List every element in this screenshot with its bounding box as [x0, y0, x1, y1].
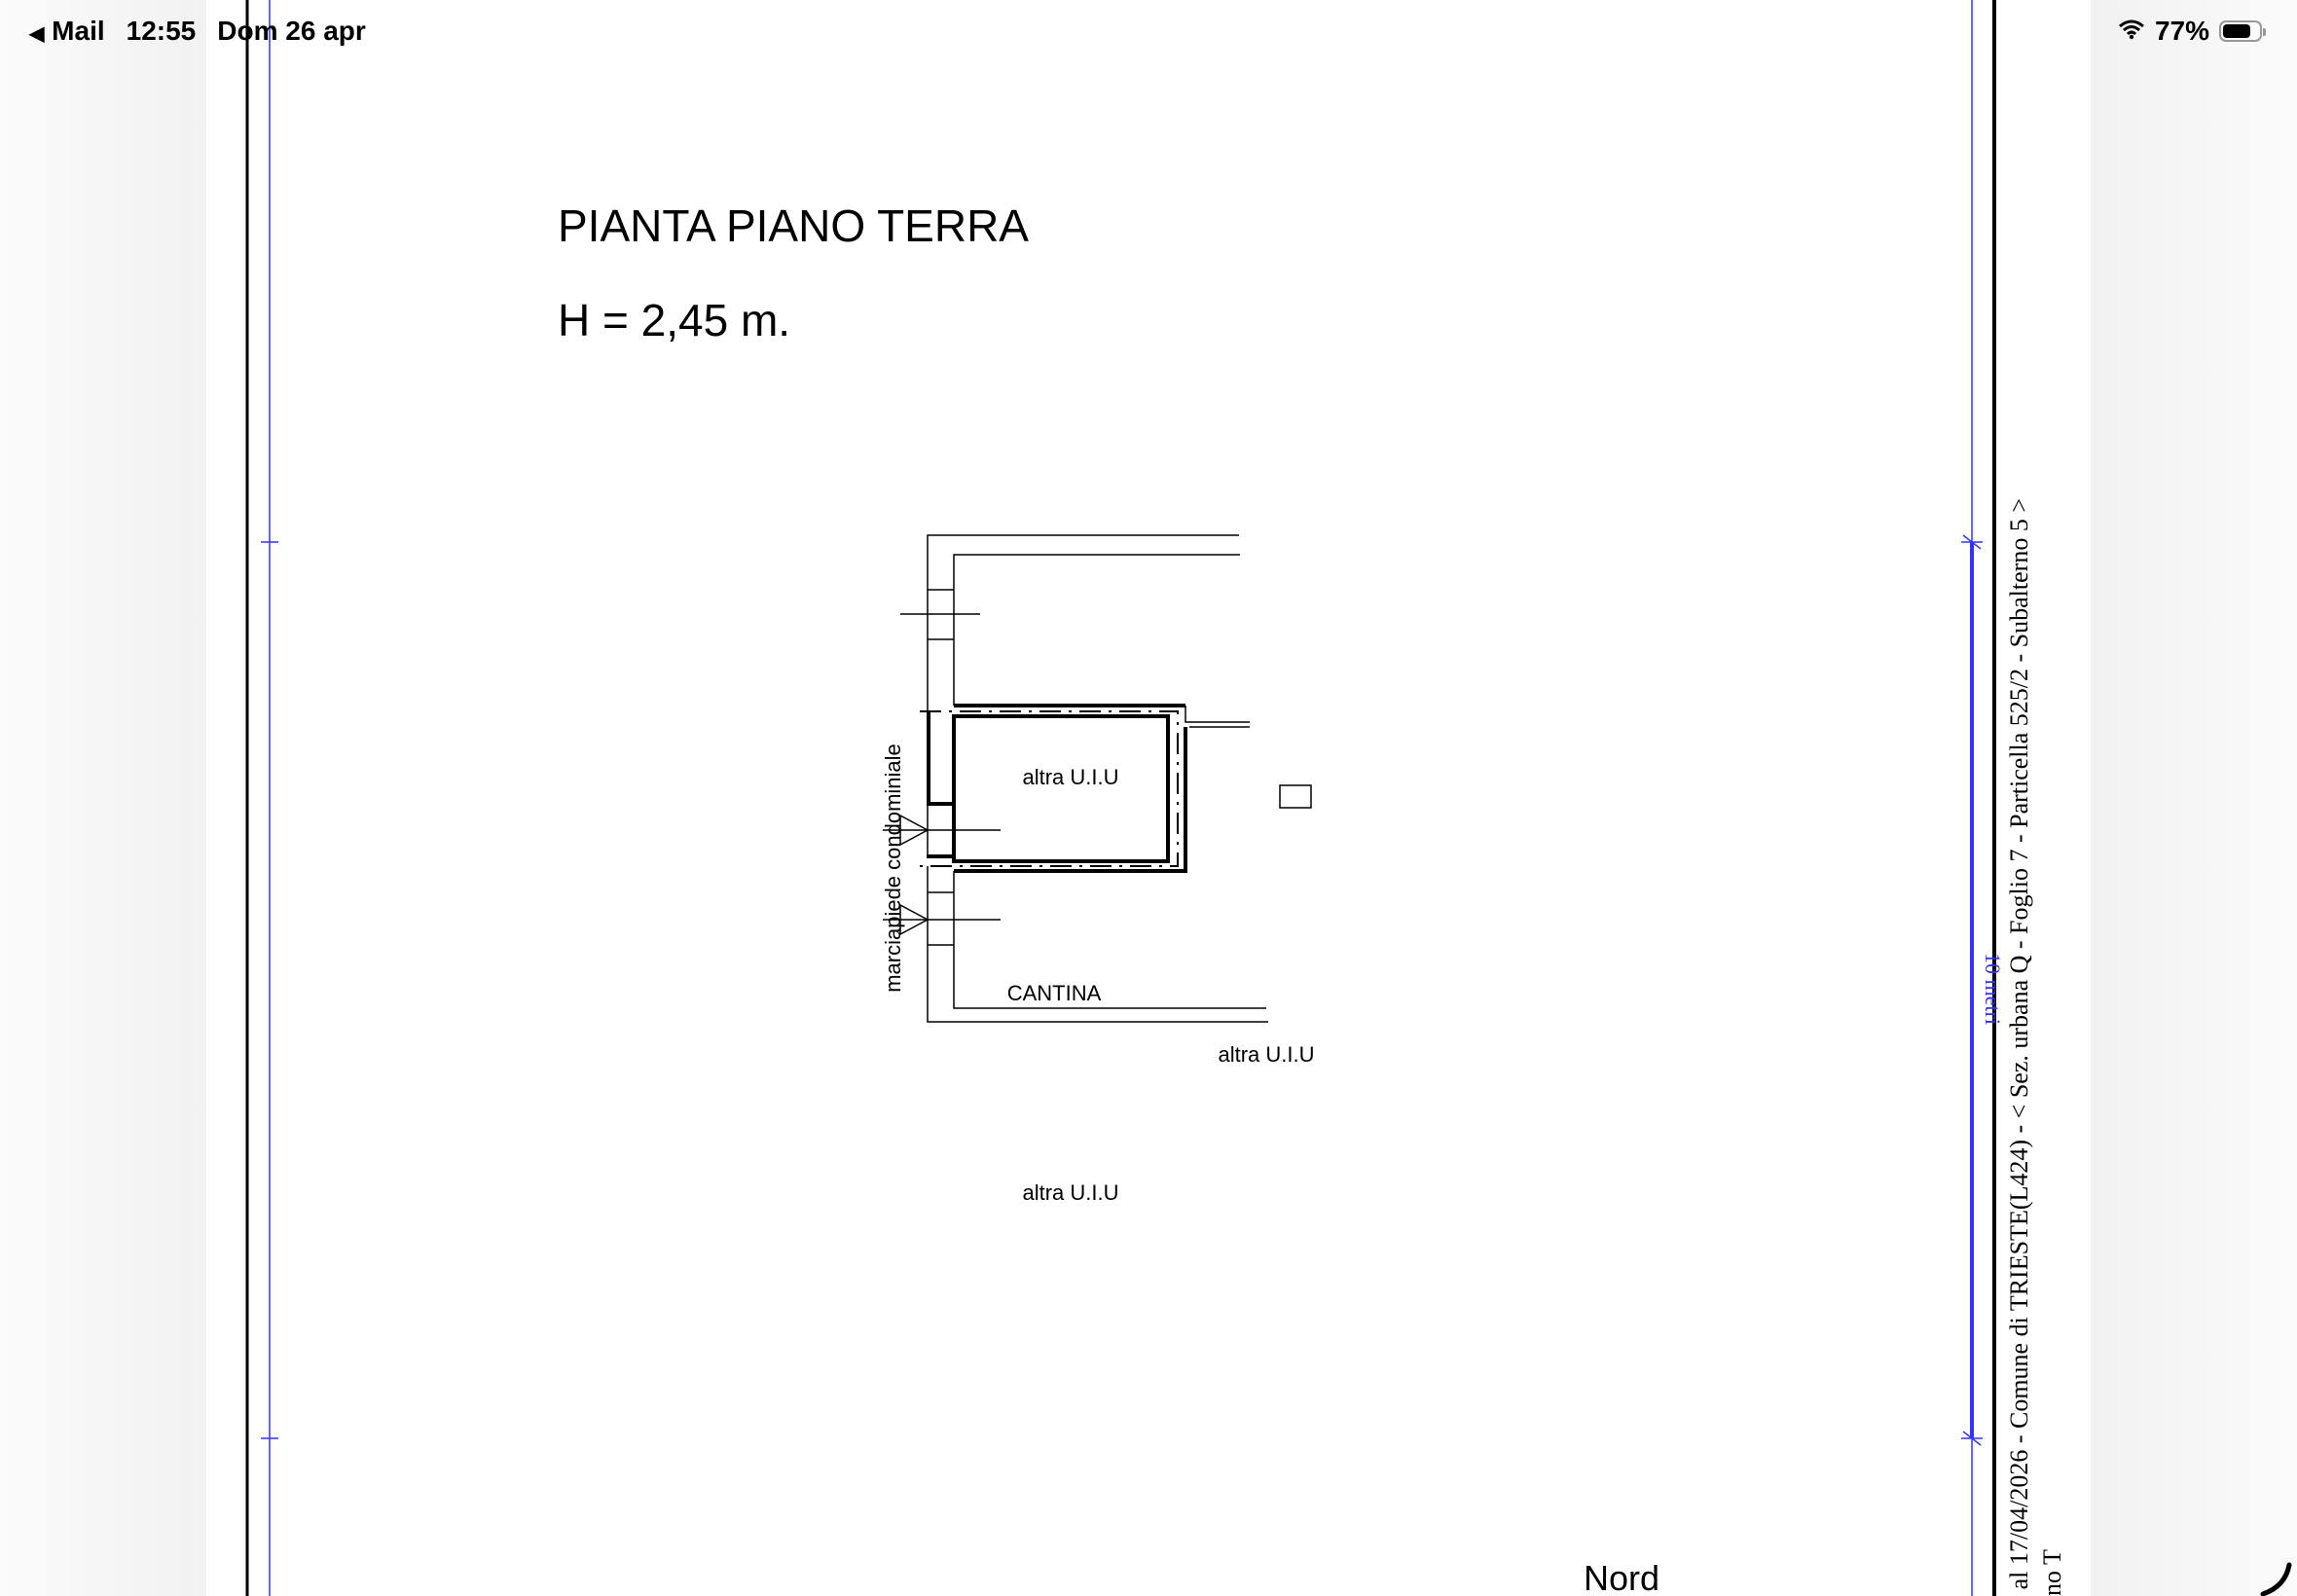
- other-unit-right-label: altra U.I.U: [1218, 1042, 1314, 1067]
- north-label: Nord: [1584, 1558, 1659, 1596]
- battery-percent: 77%: [2154, 16, 2209, 46]
- status-bar-right: 77%: [2118, 12, 2266, 51]
- room-label: CANTINA: [1007, 981, 1102, 1005]
- page-margin-left: [0, 0, 206, 1596]
- small-square: [1279, 784, 1312, 809]
- battery-icon: [2219, 20, 2266, 42]
- back-app-label: Mail: [52, 16, 105, 46]
- entrance-arrow: [883, 814, 1001, 847]
- back-triangle-icon: ◀: [29, 23, 45, 45]
- scroll-indicator: [2260, 1562, 2292, 1596]
- side-caption: al 17/04/2026 - Comune di TRIESTE(L424) …: [2005, 498, 2033, 1589]
- status-bar-left: ◀ Mail 12:55 Dom 26 apr: [29, 12, 366, 51]
- scale-label: 10 metri: [1981, 953, 2005, 1025]
- back-to-app-button[interactable]: ◀ Mail: [29, 16, 105, 47]
- other-unit-bottom-label: altra U.I.U: [1022, 1180, 1118, 1205]
- wifi-icon: [2118, 16, 2145, 47]
- plan-title: PIANTA PIANO TERRA: [558, 200, 1029, 251]
- status-time: 12:55: [126, 16, 197, 46]
- sidewalk-label: marciapiede condominiale: [881, 744, 905, 993]
- other-unit-top-label: altra U.I.U: [1022, 765, 1118, 789]
- thin-walls: [900, 534, 1268, 1023]
- unit-walls: [927, 704, 1187, 873]
- status-date: Dom 26 apr: [217, 16, 366, 46]
- floor-plan: [883, 534, 1312, 1023]
- boundary-dash-dot: [918, 710, 1179, 867]
- entrance-arrow: [883, 903, 1001, 936]
- height-label: H = 2,45 m.: [558, 295, 790, 345]
- page-margin-right: [2091, 0, 2297, 1596]
- side-caption-2: no T: [2038, 1549, 2066, 1596]
